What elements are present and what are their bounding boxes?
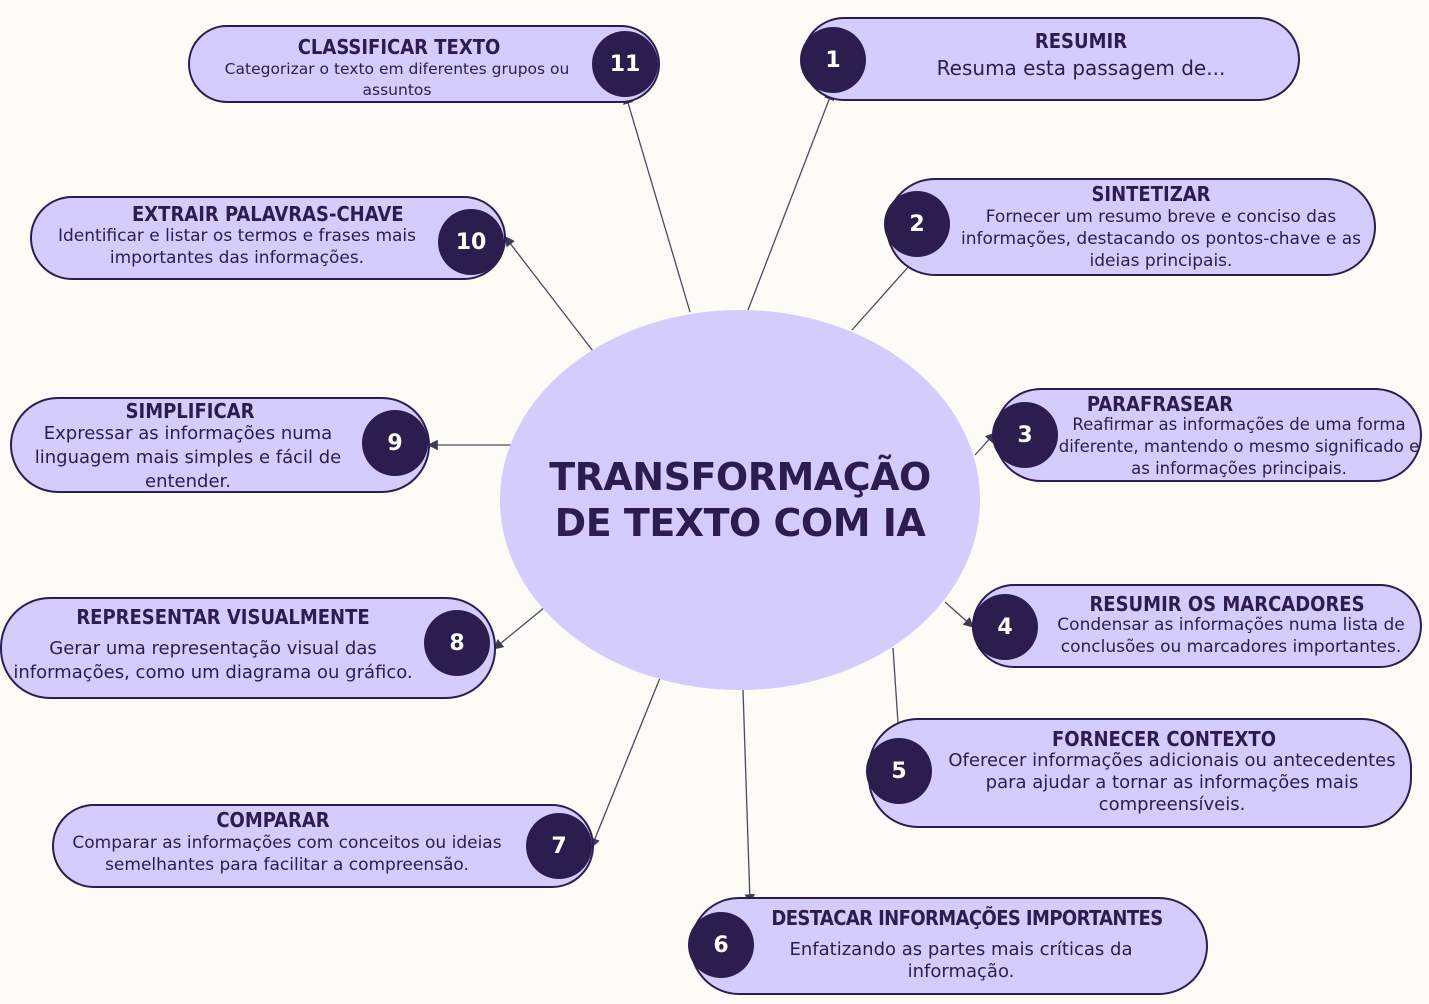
- badge-8: 8: [424, 610, 490, 676]
- node-description: Identificar e listar os termos e frases …: [57, 226, 417, 268]
- node-description: Categorizar o texto em diferentes grupos…: [224, 60, 570, 99]
- node-parafrasear: PARAFRASEAR Reafirmar as informações de …: [994, 388, 1422, 482]
- node-title: DESTACAR INFORMAÇÕES IMPORTANTES: [771, 906, 1163, 930]
- node-title: CLASSIFICAR TEXTO: [297, 35, 501, 59]
- node-description: Expressar as informações numa linguagem …: [34, 423, 342, 492]
- node-title: SIMPLIFICAR: [125, 399, 255, 423]
- node-title: REPRESENTAR VISUALMENTE: [76, 605, 370, 629]
- node-description: Comparar as informações com conceitos ou…: [72, 833, 502, 875]
- node-title: FORNECER CONTEXTO: [1052, 727, 1276, 751]
- node-title: EXTRAIR PALAVRAS-CHAVE: [132, 202, 404, 226]
- node-sintetizar: SINTETIZAR Fornecer um resumo breve e co…: [886, 178, 1376, 276]
- central-topic-title: TRANSFORMAÇÃO DE TEXTO COM IA: [549, 455, 931, 545]
- badge-11: 11: [592, 31, 658, 97]
- node-description: Resuma esta passagem de...: [936, 56, 1226, 80]
- node-destacar-informacoes-importantes: DESTACAR INFORMAÇÕES IMPORTANTES Enfatiz…: [690, 897, 1208, 995]
- node-simplificar: SIMPLIFICAR Expressar as informações num…: [10, 397, 430, 493]
- connector-4: [944, 601, 974, 628]
- connector-2: [851, 254, 920, 331]
- connector-7: [590, 677, 661, 849]
- connector-11: [623, 93, 691, 313]
- connector-1: [747, 89, 835, 311]
- node-description: Reafirmar as informações de uma forma di…: [1058, 415, 1420, 478]
- node-description: Condensar as informações numa lista de c…: [1057, 615, 1405, 657]
- node-title: PARAFRASEAR: [1086, 392, 1234, 416]
- badge-7: 7: [526, 813, 592, 879]
- node-description: Enfatizando as partes mais críticas da i…: [789, 939, 1133, 982]
- node-title: RESUMIR: [1034, 29, 1128, 53]
- badge-9: 9: [362, 410, 428, 476]
- node-description: Oferecer informações adicionais ou antec…: [948, 750, 1396, 815]
- connector-6: [742, 689, 755, 905]
- node-title: RESUMIR OS MARCADORES: [1089, 592, 1365, 616]
- node-classificar-texto: CLASSIFICAR TEXTO Categorizar o texto em…: [188, 25, 660, 103]
- node-comparar: COMPARAR Comparar as informações com con…: [52, 804, 594, 888]
- node-extrair-palavras-chave: EXTRAIR PALAVRAS-CHAVE Identificar e lis…: [30, 196, 506, 280]
- node-title: SINTETIZAR: [1091, 182, 1211, 206]
- node-fornecer-contexto: FORNECER CONTEXTO Oferecer informações a…: [868, 718, 1412, 828]
- node-resumir: RESUMIR Resuma esta passagem de...: [802, 17, 1300, 101]
- badge-2: 2: [884, 191, 950, 257]
- node-title: COMPARAR: [216, 808, 330, 832]
- badge-10: 10: [438, 209, 504, 275]
- badge-6: 6: [688, 912, 754, 978]
- node-resumir-os-marcadores: RESUMIR OS MARCADORES Condensar as infor…: [972, 584, 1422, 668]
- connector-10: [504, 235, 597, 356]
- badge-1: 1: [800, 27, 866, 93]
- connector-3: [974, 432, 996, 456]
- node-description: Fornecer um resumo breve e conciso das i…: [960, 207, 1362, 271]
- badge-4: 4: [972, 594, 1038, 660]
- badge-5: 5: [866, 738, 932, 804]
- connector-8: [492, 602, 551, 650]
- node-description: Gerar uma representação visual das infor…: [13, 638, 413, 683]
- central-topic: TRANSFORMAÇÃO DE TEXTO COM IA: [500, 310, 980, 690]
- badge-3: 3: [992, 402, 1058, 468]
- node-representar-visualmente: REPRESENTAR VISUALMENTE Gerar uma repres…: [0, 597, 496, 699]
